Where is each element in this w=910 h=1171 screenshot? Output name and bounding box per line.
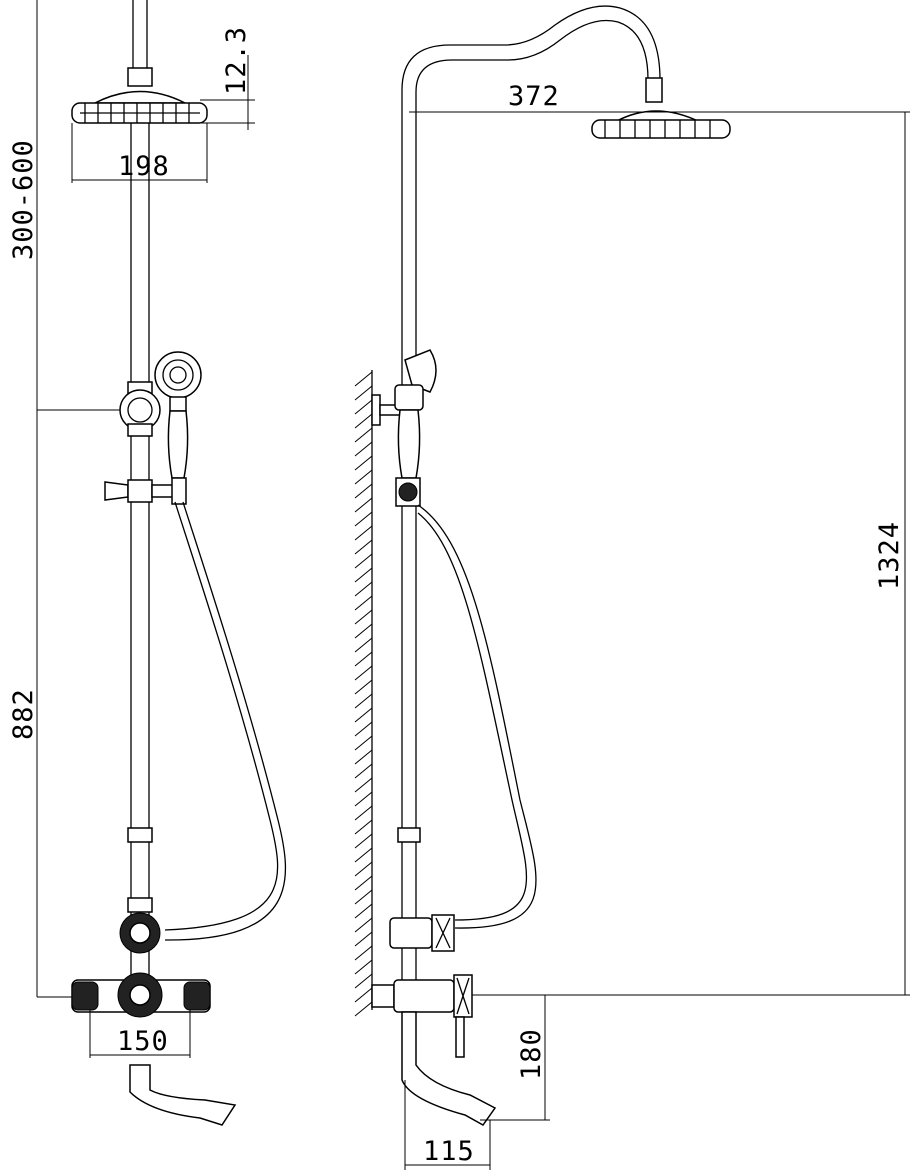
dim-total-height: 1324 [470, 112, 910, 996]
side-spout [401, 1011, 497, 1126]
dim-adjustable-height-label: 300-600 [8, 139, 39, 260]
dim-head-height-label: 12.3 [221, 26, 252, 95]
front-mixer-body [71, 972, 211, 1018]
front-diverter [119, 897, 161, 954]
front-slider-bracket [104, 477, 187, 505]
front-pipe-collar [127, 827, 153, 843]
dim-spout-projection: 115 [404, 1080, 491, 1170]
dim-total-height-label: 1324 [874, 521, 905, 590]
side-shower-head [591, 110, 731, 139]
front-shower-head [71, 90, 208, 124]
dim-arm-reach-label: 372 [508, 81, 560, 112]
dim-holder-height: 882 [8, 410, 75, 998]
front-hose [164, 501, 279, 931]
dim-head-diameter-label: 198 [118, 151, 170, 182]
dim-spout-height: 180 [480, 995, 550, 1121]
dim-spout-projection-label: 115 [423, 1136, 475, 1167]
side-mixer-body [371, 974, 473, 1058]
side-lever [455, 1016, 465, 1058]
wall-hatching [354, 370, 373, 1017]
front-hand-shower-holder [119, 381, 161, 437]
front-head-connector [127, 67, 153, 87]
side-hose [417, 504, 537, 929]
front-top-rod [132, 0, 148, 70]
dim-mixer-spacing: 150 [89, 1010, 191, 1058]
front-spout [129, 1064, 237, 1126]
side-riser-and-arm [401, 5, 661, 1000]
side-head-connector [645, 77, 663, 103]
side-hand-shower [394, 349, 437, 507]
side-diverter [389, 914, 455, 952]
dim-head-diameter: 198 [71, 123, 208, 183]
front-hand-shower [154, 351, 202, 479]
dim-arm-reach: 372 [409, 81, 910, 113]
side-pipe-collar [397, 827, 421, 843]
dim-adjustable-height: 300-600 [8, 0, 140, 411]
dim-holder-height-label: 882 [8, 688, 39, 740]
front-riser-pipe [130, 123, 150, 975]
side-view: 372 1324 [354, 5, 910, 1170]
front-view: 12.3 198 300-600 882 [8, 0, 287, 1126]
dim-head-height: 12.3 [200, 26, 255, 130]
dim-spout-height-label: 180 [516, 1028, 547, 1080]
dim-mixer-spacing-label: 150 [117, 1026, 169, 1057]
